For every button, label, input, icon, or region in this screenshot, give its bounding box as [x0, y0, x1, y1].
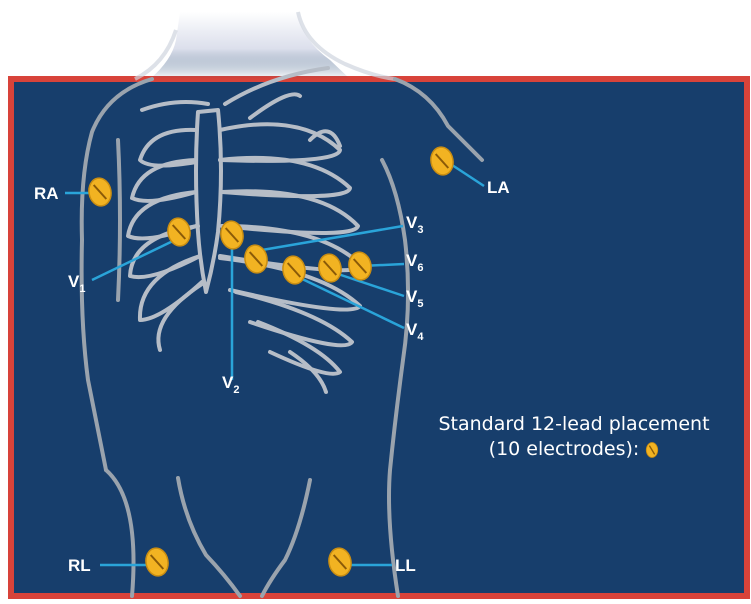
- legend-line2-wrap: (10 electrodes):: [489, 437, 660, 462]
- label-la: LA: [487, 178, 510, 197]
- legend-line1: Standard 12-lead placement: [398, 412, 750, 437]
- label-ra: RA: [34, 184, 59, 203]
- legend-caption: Standard 12-lead placement (10 electrode…: [398, 412, 750, 462]
- legend-line2: (10 electrodes):: [489, 437, 640, 462]
- electrode-icon: [645, 441, 659, 459]
- label-rl: RL: [68, 556, 91, 575]
- label-ll: LL: [395, 556, 416, 575]
- panel-border: [11, 79, 747, 596]
